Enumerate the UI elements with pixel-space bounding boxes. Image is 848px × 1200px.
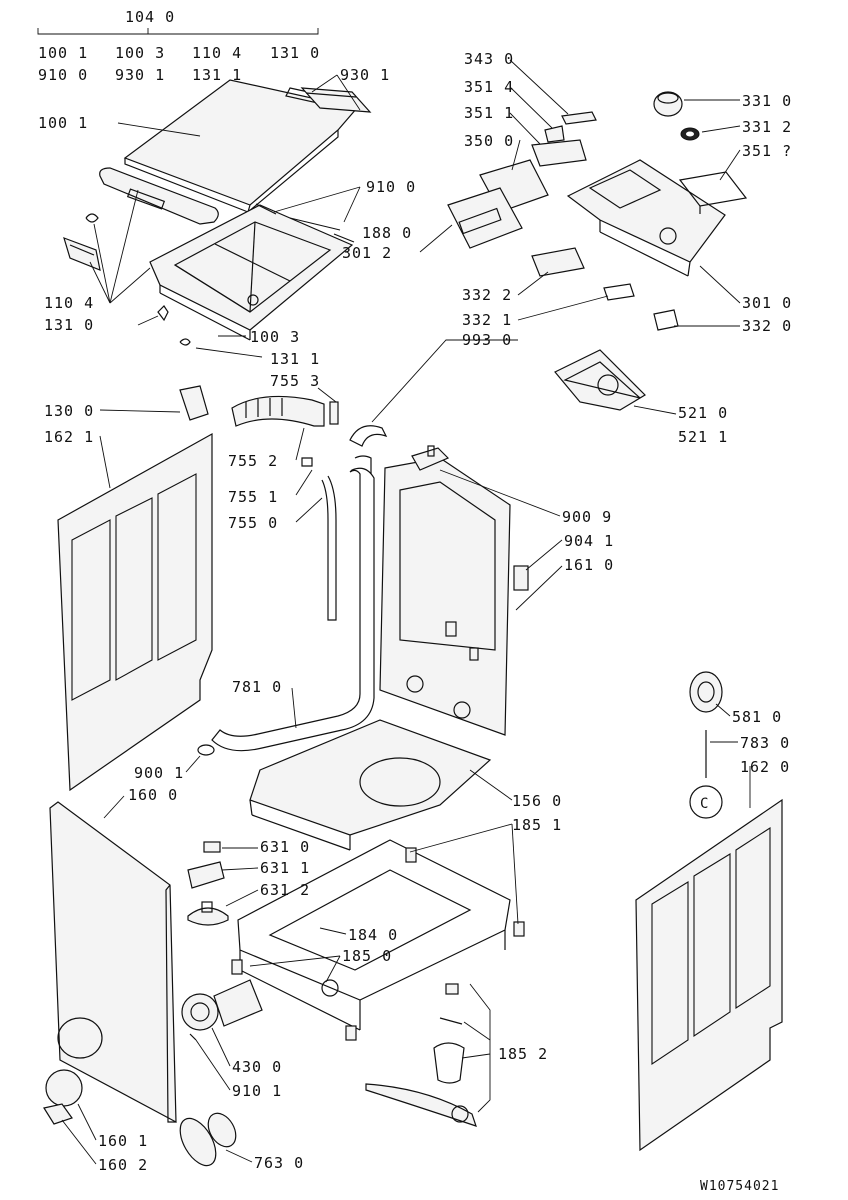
label-301-2: 301 2 [342,244,392,262]
label-185-2: 185 2 [498,1045,548,1063]
right-side-panel-part [635,798,783,1152]
label-100-1: 100 1 [38,114,88,132]
electronics-parts [447,111,679,331]
label-161-0: 161 0 [564,556,614,574]
label-755-2: 755 2 [228,452,278,470]
drawing-code: W10754021 [700,1179,779,1194]
label-755-0: 755 0 [228,514,278,532]
label-131-0-header: 131 0 [270,44,320,62]
label-631-0: 631 0 [260,838,310,856]
label-351-1: 351 1 [464,104,514,122]
label-184-0: 184 0 [348,926,398,944]
pulley-part [689,671,723,819]
inlet-hose-part [231,395,339,427]
label-930-1-header: 930 1 [115,66,165,84]
label-910-0-header: 910 0 [38,66,88,84]
label-900-1: 900 1 [134,764,184,782]
feet-parts [231,847,525,1041]
left-side-panel-part [57,432,213,792]
label-131-1: 131 1 [270,350,320,368]
console-panel-part [566,159,726,277]
bracket-part [678,171,748,214]
label-100-1-header: 100 1 [38,44,88,62]
label-331-0: 331 0 [742,92,792,110]
label-331-2: 331 2 [742,118,792,136]
front-trim-part [99,167,219,225]
label-351-q: 351 ? [742,142,792,160]
label-332-0: 332 0 [742,317,792,335]
base-frame-part [237,839,511,1031]
label-160-0: 160 0 [128,786,178,804]
rear-frame-part [379,457,511,736]
label-130-0: 130 0 [44,402,94,420]
label-104-0: 104 0 [125,8,175,26]
label-755-1: 755 1 [228,488,278,506]
front-panel-part [49,801,177,1124]
label-156-0: 156 0 [512,792,562,810]
water-pipe-part [301,457,337,621]
label-521-1: 521 1 [678,428,728,446]
door-switch-part [179,385,209,421]
label-100-3: 100 3 [250,328,300,346]
label-430-0: 430 0 [232,1058,282,1076]
label-110-4-header: 110 4 [192,44,242,62]
label-631-2: 631 2 [260,881,310,899]
label-783-0: 783 0 [740,734,790,752]
label-781-0: 781 0 [232,678,282,696]
inlet-valve-part [411,445,450,471]
label-110-4: 110 4 [44,294,94,312]
label-160-2: 160 2 [98,1156,148,1174]
label-763-0: 763 0 [254,1154,304,1172]
pump-filter-part [179,1112,237,1167]
drain-pump-part [181,979,263,1041]
label-160-1: 160 1 [98,1132,148,1150]
marker-c: C [700,796,709,812]
label-162-1: 162 1 [44,428,94,446]
drain-hose-elbow-part [349,425,388,474]
top-frame-part [149,204,354,341]
label-188-0: 188 0 [362,224,412,242]
label-162-0: 162 0 [740,758,790,776]
knob-part [653,91,700,141]
label-993-0: 993 0 [462,331,512,349]
lock-catch-part [63,213,101,271]
harness-clips-part [187,841,229,926]
label-521-0: 521 0 [678,404,728,422]
filter-parts [365,983,477,1127]
label-930-1: 930 1 [340,66,390,84]
base-tub-part [249,719,492,851]
connector-part [513,565,529,591]
label-131-0: 131 0 [44,316,94,334]
leader-lines [37,28,751,1165]
label-332-1: 332 1 [462,311,512,329]
screw-parts [255,203,355,243]
label-185-0: 185 0 [342,947,392,965]
label-185-1: 185 1 [512,816,562,834]
part-labels: 104 0 100 1 100 3 110 4 131 0 910 0 930 … [38,8,792,1174]
label-755-3: 755 3 [270,372,320,390]
hinge-trim-part [300,87,372,113]
hinge-pins-part [157,305,191,346]
detergent-drawer-part [554,349,646,411]
service-cover-part [43,1069,83,1125]
label-301-0: 301 0 [742,294,792,312]
label-131-1-header: 131 1 [192,66,242,84]
label-332-2: 332 2 [462,286,512,304]
label-100-3-header: 100 3 [115,44,165,62]
drain-pipe-part [211,467,375,752]
label-910-0: 910 0 [366,178,416,196]
label-631-1: 631 1 [260,859,310,877]
label-581-0: 581 0 [732,708,782,726]
label-904-1: 904 1 [564,532,614,550]
label-350-0: 350 0 [464,132,514,150]
label-910-1: 910 1 [232,1082,282,1100]
label-351-4: 351 4 [464,78,514,96]
label-900-9: 900 9 [562,508,612,526]
label-343-0: 343 0 [464,50,514,68]
seal-part [197,744,215,756]
